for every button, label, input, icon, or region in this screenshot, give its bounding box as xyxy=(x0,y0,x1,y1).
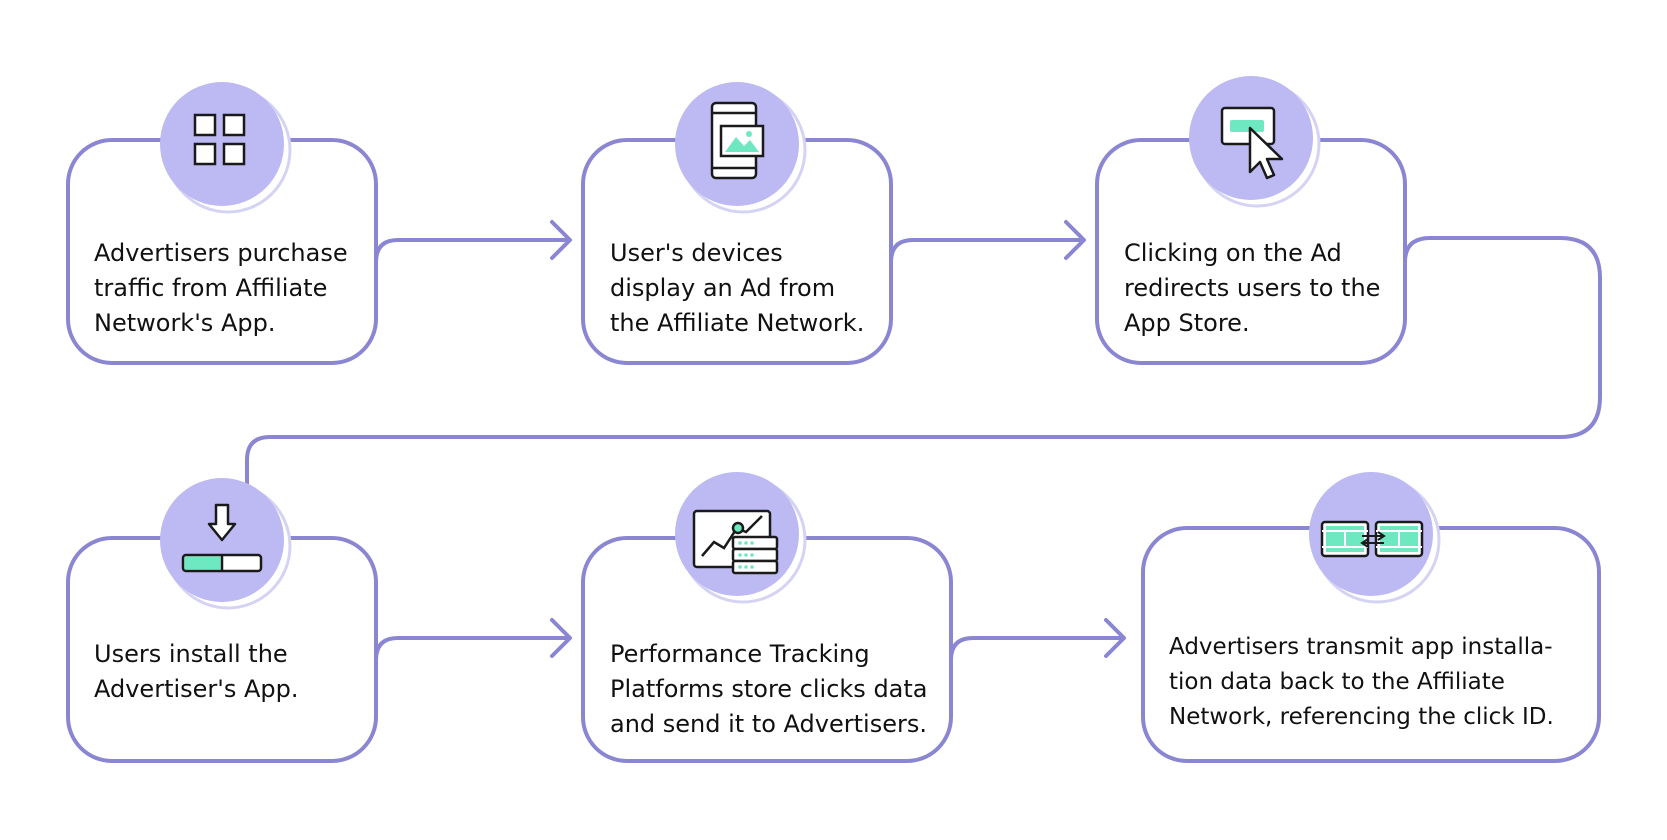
analytics-server-icon xyxy=(692,509,779,575)
step-6-line-1: Advertisers transmit app installa- xyxy=(1169,634,1553,660)
step-2-line-1: User's devices xyxy=(610,239,783,267)
arrowhead-5-6 xyxy=(1104,618,1126,658)
download-progress-icon xyxy=(181,503,263,573)
step-1-text: Advertisers purchase traffic from Affili… xyxy=(94,236,348,341)
step-3-line-3: App Store. xyxy=(1124,309,1250,337)
step-4-line-2: Advertiser's App. xyxy=(94,675,299,703)
step-5-line-2: Platforms store clicks data xyxy=(610,675,928,703)
step-6-line-2: tion data back to the Affiliate xyxy=(1169,669,1505,695)
step-1-line-2: traffic from Affiliate xyxy=(94,274,328,302)
connector-4-5 xyxy=(374,636,570,712)
step-3-line-2: redirects users to the xyxy=(1124,274,1381,302)
connector-5-6 xyxy=(949,636,1124,712)
step-4-line-1: Users install the xyxy=(94,640,288,668)
step-6-text: Advertisers transmit app installa- tion … xyxy=(1169,630,1554,735)
step-3-line-1: Clicking on the Ad xyxy=(1124,239,1342,267)
connector-3-4 xyxy=(245,236,1602,487)
step-3-text: Clicking on the Ad redirects users to th… xyxy=(1124,236,1380,341)
data-exchange-icon xyxy=(1320,520,1424,558)
grid-icon xyxy=(193,113,246,166)
connector-1-2 xyxy=(374,238,570,312)
step-5-line-1: Performance Tracking xyxy=(610,640,870,668)
step-5-text: Performance Tracking Platforms store cli… xyxy=(610,637,928,742)
arrowhead-4-5 xyxy=(550,618,572,658)
step-1-line-1: Advertisers purchase xyxy=(94,239,348,267)
step-2-line-2: display an Ad from xyxy=(610,274,836,302)
step-2-text: User's devices display an Ad from the Af… xyxy=(610,236,864,341)
step-5-line-3: and send it to Advertisers. xyxy=(610,710,927,738)
mobile-ad-icon xyxy=(710,101,765,180)
step-6-line-3: Network, referencing the click ID. xyxy=(1169,704,1554,730)
step-4-text: Users install the Advertiser's App. xyxy=(94,637,299,707)
step-2-line-3: the Affiliate Network. xyxy=(610,309,865,337)
arrowhead-2-3 xyxy=(1064,220,1086,260)
step-1-line-3: Network's App. xyxy=(94,309,276,337)
ad-click-cursor-icon xyxy=(1220,106,1284,180)
arrowhead-1-2 xyxy=(550,220,572,260)
connector-2-3 xyxy=(889,238,1084,312)
